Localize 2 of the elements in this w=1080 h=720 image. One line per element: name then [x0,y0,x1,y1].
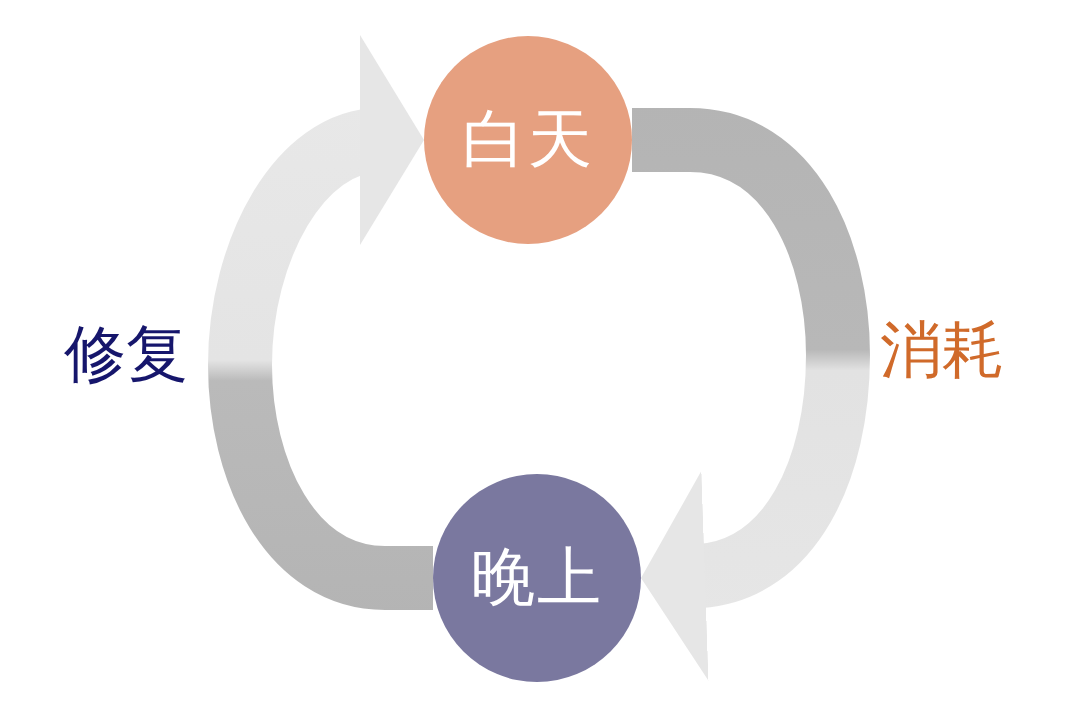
node-label: 白天 [462,104,594,176]
node-label: 晚上 [471,542,603,614]
